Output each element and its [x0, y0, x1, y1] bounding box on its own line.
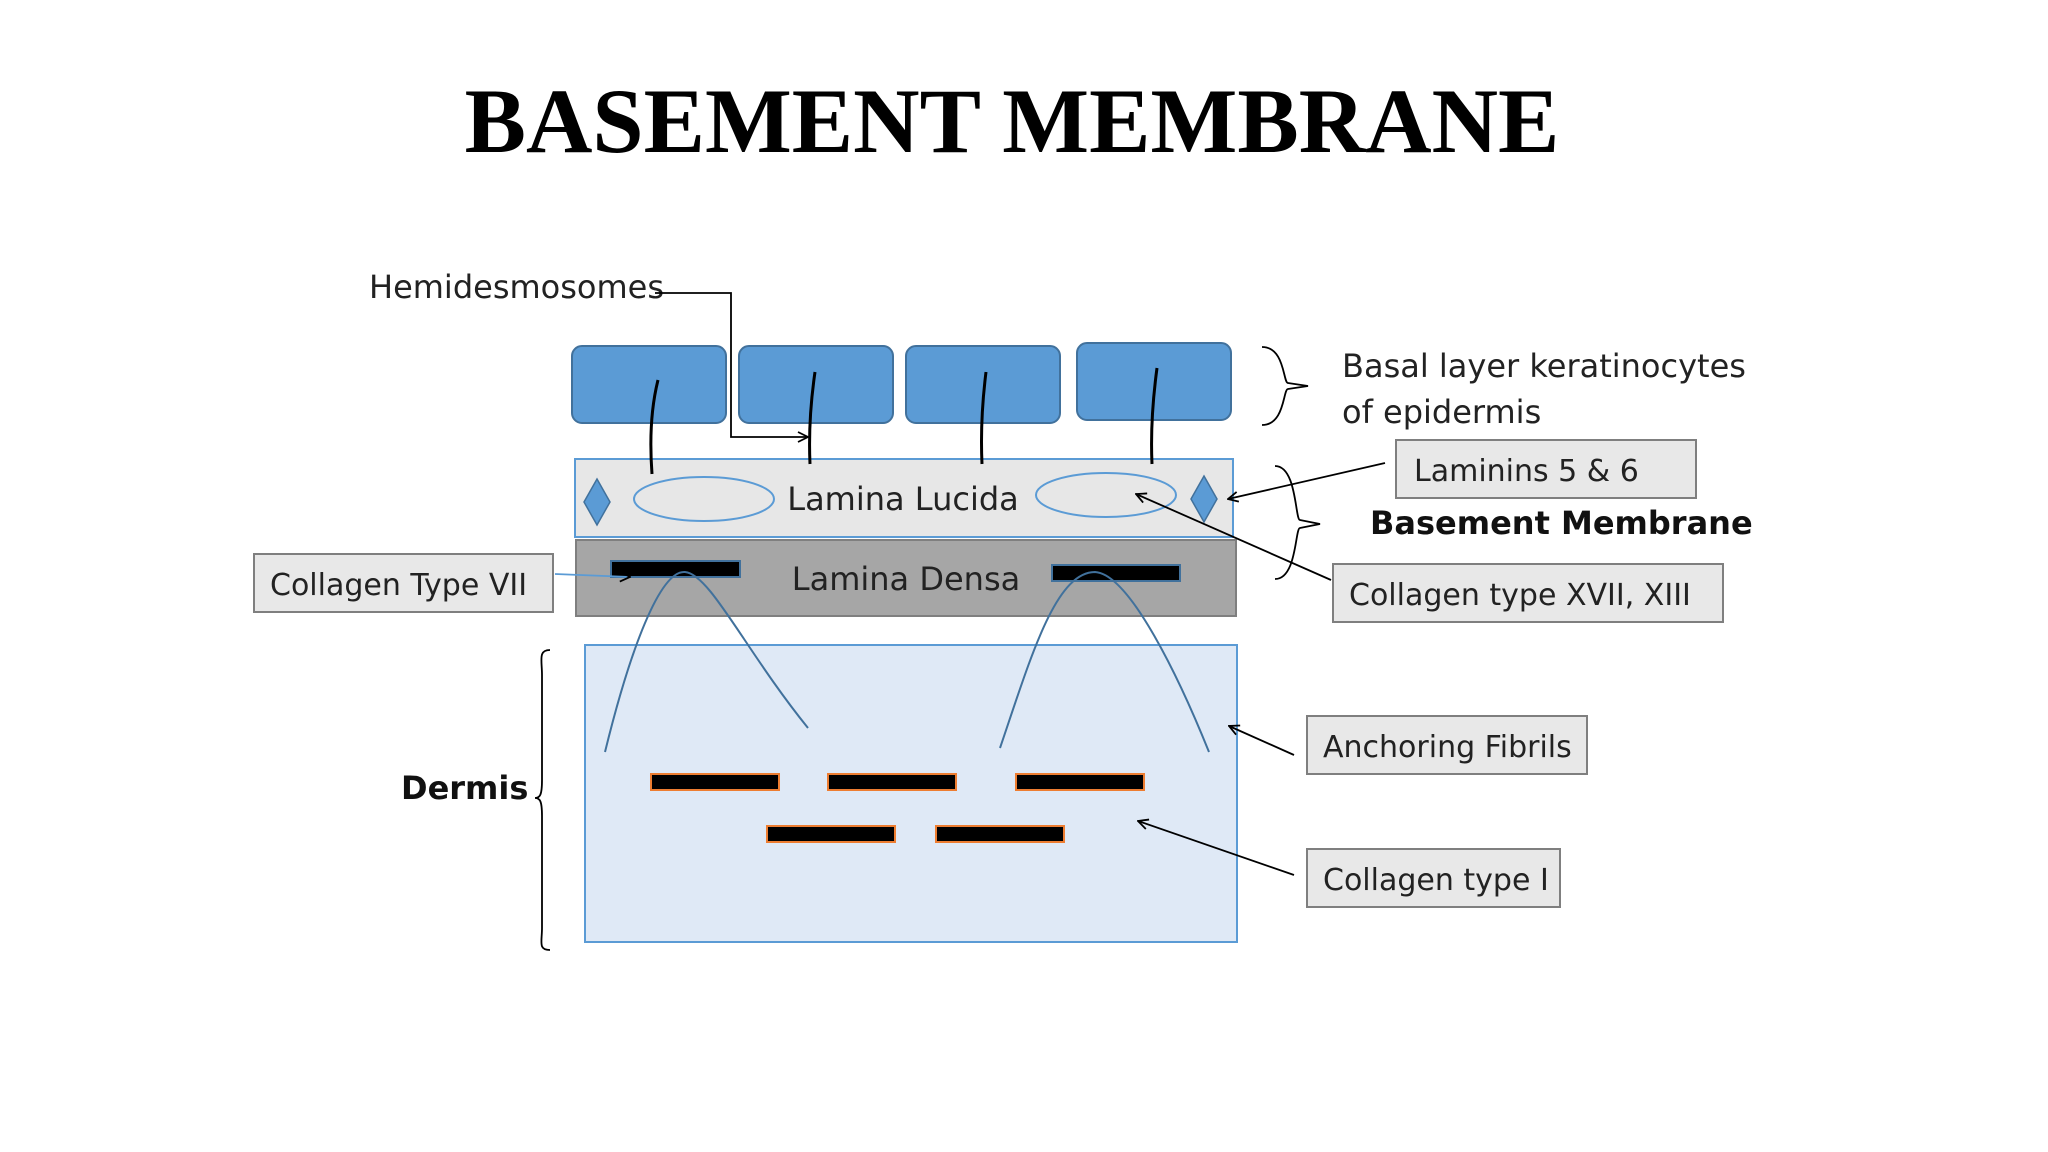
basal-layer-label-line1: Basal layer keratinocytes: [1342, 347, 1746, 385]
collagen-i-bar-3: [1015, 773, 1145, 791]
hemidesmosome-thread-4: [1150, 367, 1159, 465]
collagen-i-callout-text: Collagen type I: [1323, 863, 1549, 898]
keratinocyte-row: [571, 342, 1232, 424]
anchoring-fibrils-callout-box: [1306, 715, 1588, 775]
dermis-label: Dermis: [401, 769, 528, 807]
dermis-brace: [534, 649, 551, 951]
keratinocyte-cell-2: [738, 345, 894, 424]
lamina-lucida-layer: [574, 458, 1234, 538]
collagen-i-bar-4: [766, 825, 896, 843]
anchoring-fibrils-callout-text: Anchoring Fibrils: [1323, 730, 1572, 765]
laminins-arrow: [1228, 462, 1386, 499]
collagen-vii-callout-text: Collagen Type VII: [270, 568, 527, 603]
anchoring-fibril-left: [604, 570, 809, 753]
laminins-callout-text: Laminins 5 & 6: [1414, 454, 1639, 489]
dermis-layer: [584, 644, 1238, 943]
basement-membrane-label: Basement Membrane: [1370, 504, 1753, 542]
collagen-i-bars: [650, 773, 1145, 843]
hemidesmosome-threads: [649, 367, 1159, 475]
basal-layer-brace: [1261, 346, 1309, 426]
collagen-xvii-arrow: [1136, 494, 1332, 581]
keratinocyte-cell-1: [571, 345, 727, 424]
lamina-lucida-label: Lamina Lucida: [787, 480, 1019, 518]
collagen-xvii-callout-box: [1332, 563, 1724, 623]
basement-membrane-brace: [1274, 465, 1321, 580]
collagen-i-bar-1: [650, 773, 780, 791]
collagen-i-bar-2: [827, 773, 957, 791]
collagen-vii-bar-right: [1051, 564, 1181, 582]
laminins-callout-box: [1395, 439, 1697, 499]
collagen-vii-arrow: [554, 574, 630, 577]
hemidesmosome-thread-1: [649, 379, 660, 475]
hemidesmosomes-connector: [655, 292, 808, 437]
lamina-densa-label: Lamina Densa: [792, 560, 1020, 598]
collagen-vii-callout-box: [253, 553, 554, 613]
collagen-i-arrow: [1138, 821, 1295, 876]
collagen-xvii-callout-text: Collagen type XVII, XIII: [1349, 578, 1691, 613]
lamina-lucida-ellipse-left: [633, 476, 775, 522]
basal-layer-label-line2: of epidermis: [1342, 393, 1541, 431]
collagen-i-callout-box: [1306, 848, 1561, 908]
laminin-diamond-left: [583, 477, 611, 527]
anchoring-fibrils: [604, 570, 1210, 753]
lamina-lucida-ellipse-right: [1035, 472, 1177, 518]
collagen-vii-bar-left: [610, 560, 741, 578]
anchoring-fibril-right: [999, 570, 1210, 753]
hemidesmosomes-label: Hemidesmosomes: [369, 268, 664, 306]
hemidesmosome-thread-2: [808, 371, 817, 465]
collagen-i-bar-5: [935, 825, 1065, 843]
slide-title: BASEMENT MEMBRANE: [465, 70, 1560, 172]
hemidesmosome-thread-3: [980, 371, 988, 465]
laminin-diamond-right: [1190, 474, 1218, 524]
anchoring-fibrils-arrow: [1229, 726, 1295, 756]
